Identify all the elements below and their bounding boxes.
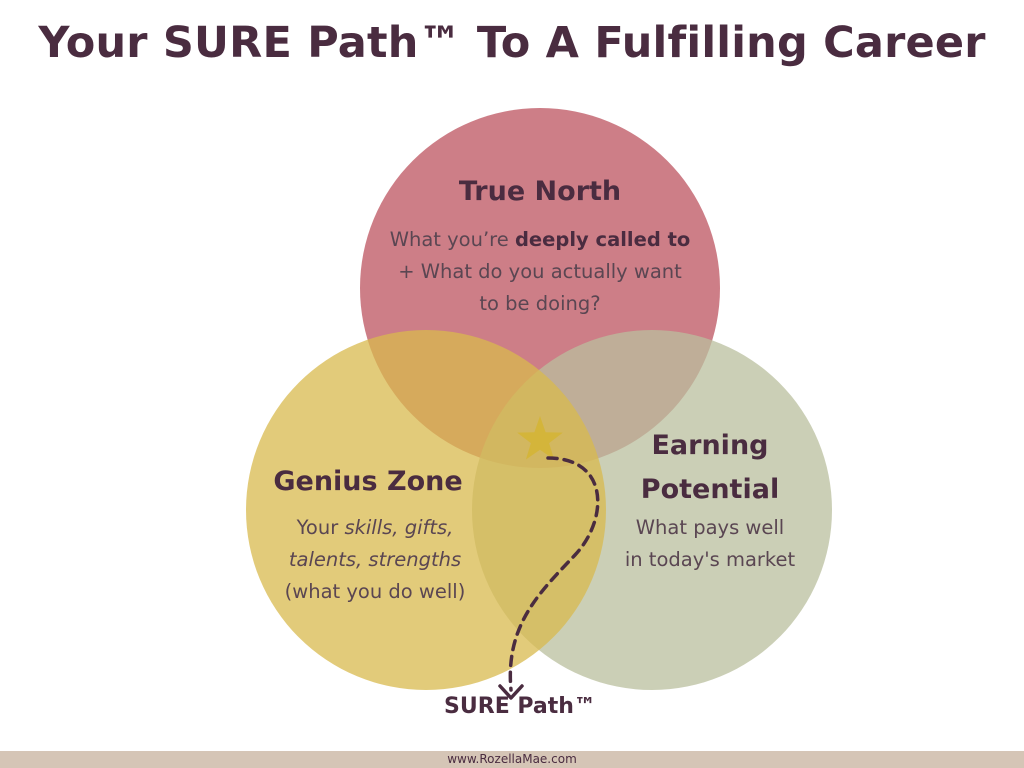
genius-zone-description: Your skills, gifts, talents, strengths (… xyxy=(258,512,478,608)
genius-zone-circle xyxy=(246,330,606,690)
true-north-label: True North What you’re deeply called to … xyxy=(370,170,710,320)
earning-potential-line2: in today's market xyxy=(624,548,796,571)
sure-path-label: SURE Path™ xyxy=(444,694,596,719)
true-north-description: What you’re deeply called to + What do y… xyxy=(370,224,710,320)
true-north-line1-prefix: What you’re xyxy=(389,228,515,251)
genius-zone-line1-prefix: Your xyxy=(296,516,345,539)
star-icon xyxy=(517,416,563,460)
genius-zone-line1-italic: skills, gifts, xyxy=(344,516,454,539)
earning-potential-heading-line1: Earning xyxy=(651,430,769,461)
footer-website-link: www.RozellaMae.com xyxy=(447,752,577,766)
genius-zone-line2-italic: talents, strengths xyxy=(288,548,462,571)
earning-potential-label: Earning Potential What pays well in toda… xyxy=(605,424,815,576)
sure-path-line xyxy=(508,456,600,692)
genius-zone-heading: Genius Zone xyxy=(273,466,463,497)
earning-potential-line1: What pays well xyxy=(635,516,785,539)
footer-bar: www.RozellaMae.com xyxy=(0,751,1024,768)
true-north-line3: to be doing? xyxy=(479,292,601,315)
genius-zone-label: Genius Zone Your skills, gifts, talents,… xyxy=(258,460,478,608)
true-north-line2: + What do you actually want xyxy=(398,260,682,283)
earning-potential-description: What pays well in today's market xyxy=(605,512,815,576)
true-north-line1-bold: deeply called to xyxy=(514,228,691,251)
page-title: Your SURE Path™ To A Fulfilling Career xyxy=(38,18,986,68)
arrow-down-icon xyxy=(498,684,524,700)
earning-potential-heading-line2: Potential xyxy=(640,474,780,505)
true-north-heading: True North xyxy=(458,176,622,207)
genius-zone-line3: (what you do well) xyxy=(284,580,466,603)
